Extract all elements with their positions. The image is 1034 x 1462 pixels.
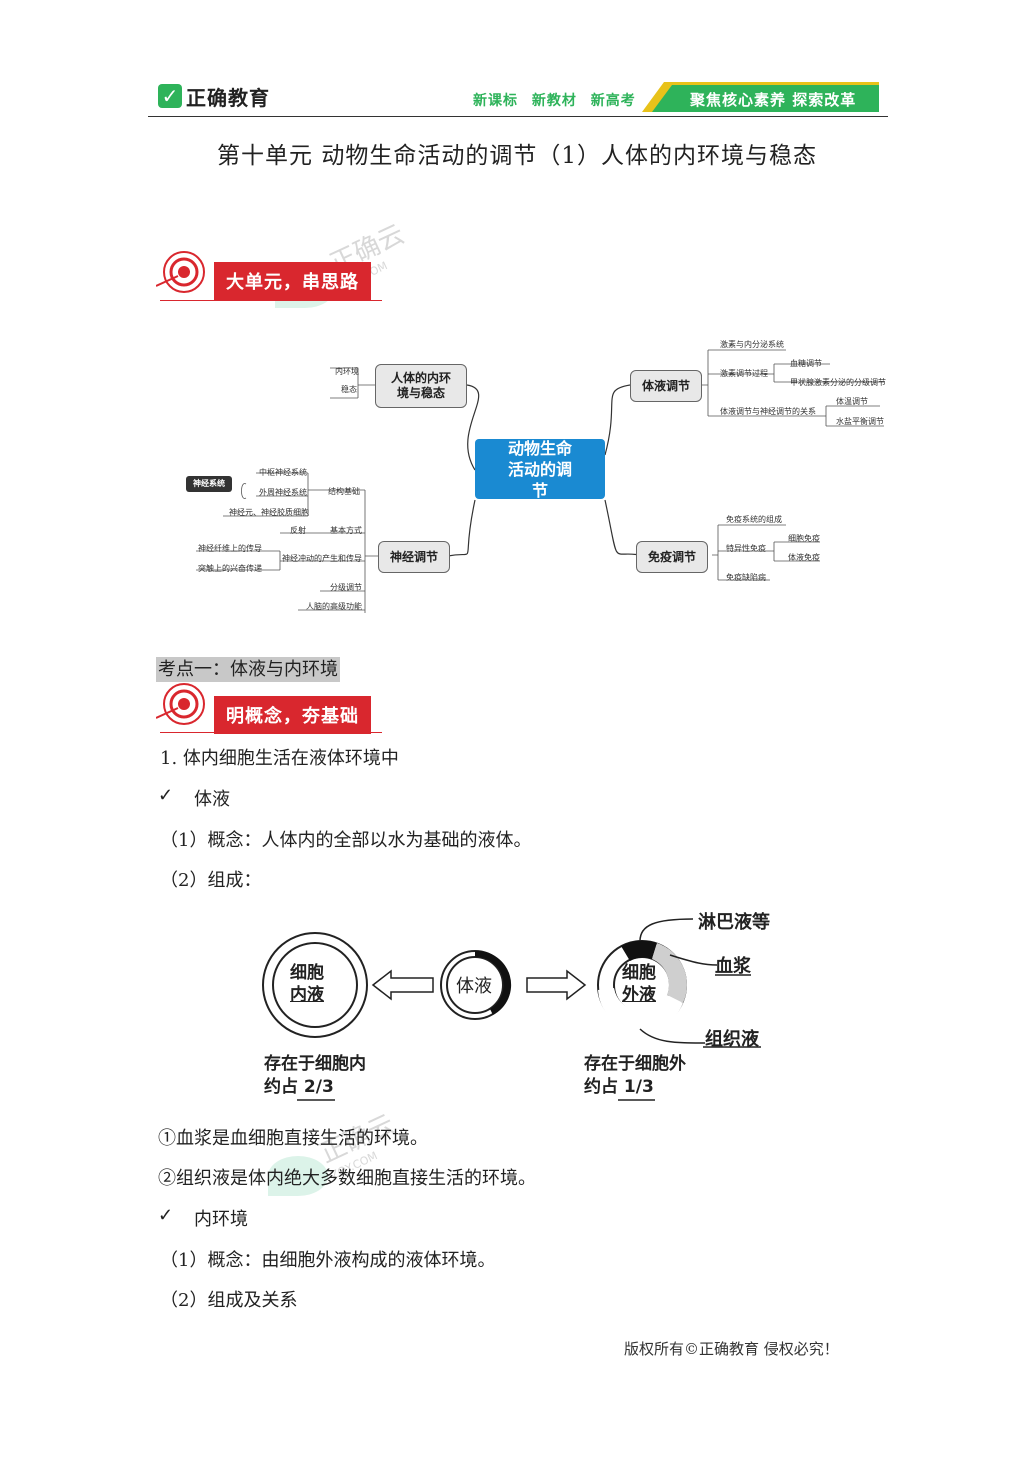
mindmap-leaf: 外周神经系统 — [259, 488, 307, 497]
brand-logo: ✓ 正确教育 — [158, 80, 270, 112]
mindmap-leaf: 反射 — [290, 526, 306, 535]
mindmap-leaf: 体液调节与神经调节的关系 — [720, 407, 816, 416]
right-circle-line1: 细胞 — [622, 963, 656, 983]
check-icon-2: ✓ — [158, 1205, 174, 1226]
target-icon — [156, 251, 205, 293]
mindmap-leaf: 特异性免疫 — [726, 544, 766, 553]
brand-name: 正确教育 — [186, 85, 270, 110]
mindmap-leaf: 水盐平衡调节 — [836, 417, 884, 426]
center-circle-label: 体液 — [456, 976, 492, 997]
left-circle-line1: 细胞 — [290, 963, 324, 983]
mindmap-center: 动物生命活动的调节 — [475, 439, 605, 500]
mindmap-leaf: 人脑的高级功能 — [306, 602, 362, 611]
point-heading: 考点一：体液与内环境 — [156, 655, 340, 682]
left-circle-line2: 内液 — [290, 985, 324, 1005]
left-fraction: 2/3 — [303, 1077, 334, 1097]
right-caption: 存在于细胞外 约占 1/3 — [584, 1053, 686, 1099]
mindmap-leaf: 神经纤维上的传导 — [198, 544, 262, 553]
body-bullet2: 内环境 — [194, 1209, 248, 1230]
body-p5: （2）组成及关系 — [160, 1290, 298, 1311]
page-title: 第十单元 动物生命活动的调节（1）人体的内环境与稳态 — [217, 143, 817, 169]
mindmap-connectors — [196, 349, 884, 613]
header-banner-shape — [642, 82, 879, 112]
mindmap-leaf: 激素调节过程 — [720, 369, 768, 378]
slogan-2: 新教材 — [531, 93, 577, 109]
mindmap-leaf: 神经元、神经胶质细胞 — [229, 508, 309, 517]
right-circle-label: 细胞 外液 — [622, 962, 656, 1006]
slogan-3: 新高考 — [590, 93, 636, 109]
mindmap-leaf: 体液免疫 — [788, 553, 820, 562]
mindmap-topic-env: 人体的内环境与稳态 — [375, 364, 467, 408]
mindmap-topic-immune: 免疫调节 — [636, 541, 708, 573]
left-circle-label: 细胞 内液 — [290, 962, 324, 1006]
label-lymph: 淋巴液等 — [698, 912, 770, 933]
body-p4: （1）概念：由细胞外液构成的液体环境。 — [160, 1250, 496, 1271]
section-badge-1: 大单元，串思路 — [214, 262, 371, 300]
header-banner-text: 聚焦核心素养 探索改革 — [690, 91, 857, 109]
watermark-leaf-icon-2 — [268, 1156, 328, 1196]
body-bullet1: 体液 — [194, 789, 230, 810]
mindmap-topic-fluid: 体液调节 — [630, 370, 702, 402]
mindmap-leaf: 免疫缺陷病 — [726, 573, 766, 582]
right-caption-line1: 存在于细胞外 — [584, 1054, 686, 1074]
mindmap-leaf: 内环境 — [335, 367, 359, 376]
mindmap-topic-nerve: 神经调节 — [378, 541, 450, 573]
point-heading-text: 考点一：体液与内环境 — [156, 657, 340, 682]
header-slogans: 新课标 新教材 新高考 — [473, 90, 644, 110]
mindmap-leaf: 稳态 — [341, 385, 357, 394]
body-note1: ①血浆是血细胞直接生活的环境。 — [158, 1128, 428, 1149]
header-rule — [148, 116, 888, 117]
right-circle-line2: 外液 — [622, 985, 656, 1005]
mindmap-leaf: 结构基础 — [328, 487, 360, 496]
mindmap-leaf: 血糖调节 — [790, 359, 822, 368]
left-caption: 存在于细胞内 约占 2/3 — [264, 1053, 366, 1099]
check-icon: ✓ — [158, 84, 182, 108]
slogan-1: 新课标 — [473, 93, 518, 109]
left-caption-prefix: 约占 — [264, 1077, 298, 1097]
right-fraction: 1/3 — [623, 1077, 654, 1097]
label-plasma: 血浆 — [715, 956, 751, 977]
right-caption-prefix: 约占 — [584, 1077, 618, 1097]
section-badge-underline-1 — [160, 300, 382, 301]
mindmap-leaf: 中枢神经系统 — [259, 468, 307, 477]
footer-copyright: 版权所有©正确教育 侵权必究！ — [624, 1340, 839, 1358]
mindmap-leaf: 免疫系统的组成 — [726, 515, 782, 524]
left-caption-line2: 约占 2/3 — [264, 1076, 366, 1099]
body-p1: 1. 体内细胞生活在液体环境中 — [160, 748, 399, 769]
mindmap-leaf: 体温调节 — [836, 397, 868, 406]
mindmap-leaf: 甲状腺激素分泌的分级调节 — [790, 378, 886, 387]
body-fluid-diagram — [262, 918, 761, 1101]
mindmap-nerve-tag: 神经系统 — [186, 476, 232, 492]
mindmap-leaf: 激素与内分泌系统 — [720, 340, 784, 349]
body-note2: ②组织液是体内绝大多数细胞直接生活的环境。 — [158, 1168, 536, 1189]
section-badge-2: 明概念，夯基础 — [214, 696, 371, 734]
target-icon-2 — [156, 683, 205, 725]
check-icon: ✓ — [158, 785, 174, 806]
mindmap-leaf: 基本方式 — [330, 526, 362, 535]
body-p2: （1）概念：人体内的全部以水为基础的液体。 — [160, 830, 532, 851]
mindmap-leaf: 分级调节 — [330, 583, 362, 592]
mindmap-leaf: 神经冲动的产生和传导 — [282, 554, 362, 563]
mindmap-leaf: 突触上的兴奋传递 — [198, 564, 262, 573]
body-p3: （2）组成： — [160, 870, 262, 891]
section-badge-underline-2 — [160, 732, 382, 733]
right-caption-line2: 约占 1/3 — [584, 1076, 686, 1099]
label-tissue: 组织液 — [705, 1029, 759, 1050]
mindmap-leaf: 细胞免疫 — [788, 534, 820, 543]
left-caption-line1: 存在于细胞内 — [264, 1054, 366, 1074]
